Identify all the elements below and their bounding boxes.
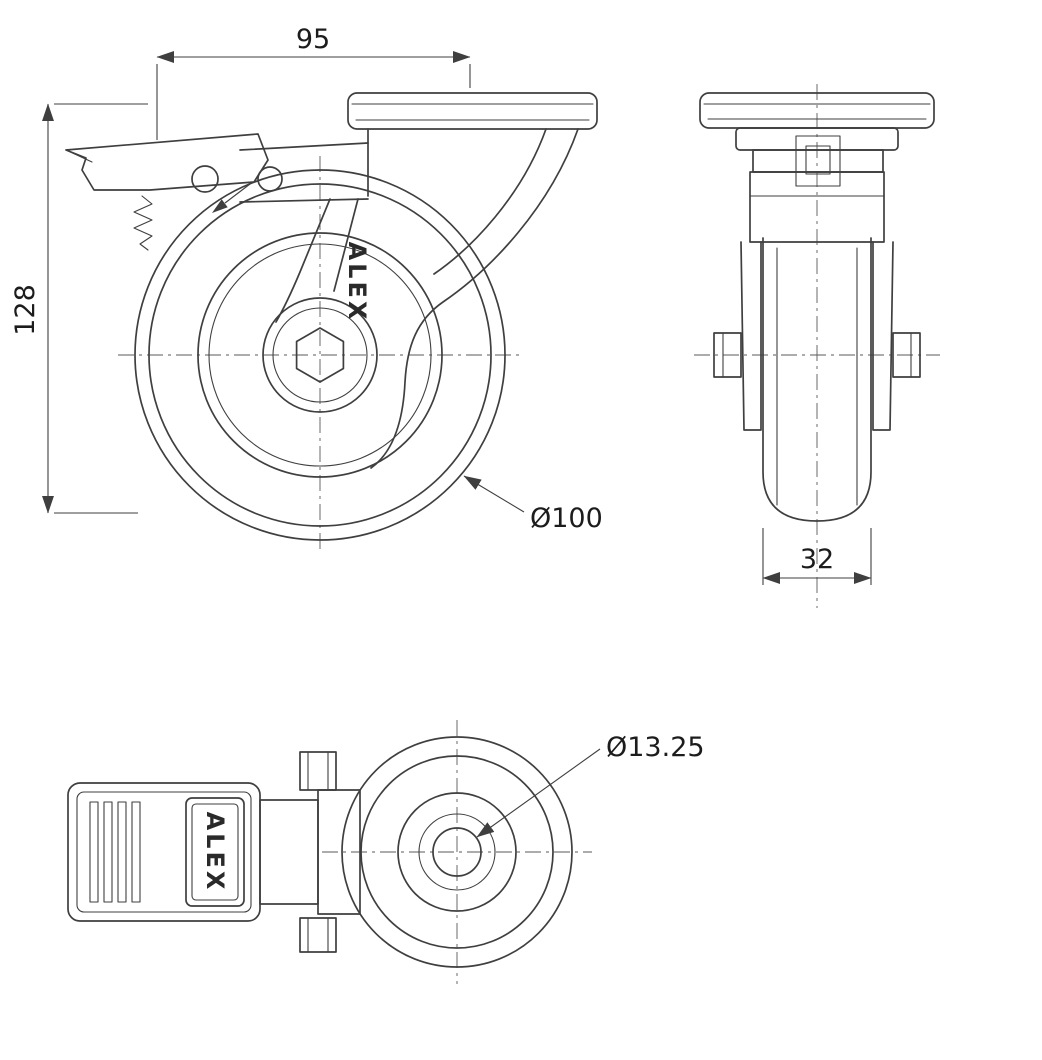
top-center-lines [322,720,592,984]
top-bolt [299,751,337,791]
side-center-lines [118,156,522,554]
pedal-rib [131,801,141,903]
brake-pivot-hole [191,165,219,193]
bottom-nut [299,917,337,953]
top-wheel [341,736,573,968]
top-linkage [259,751,361,953]
bolt-hole [432,827,482,877]
kingpin-detail [795,135,841,187]
dim-95-label: 95 [296,24,330,55]
top-view: ALEX Ø13.25 [67,720,705,984]
axle-hex-nut [295,327,345,383]
side-top-plate [347,92,598,130]
front-center-lines [694,84,940,608]
pedal-rib [103,801,113,903]
pedal-rib [89,801,99,903]
brake-pivot-hole [257,166,283,192]
label-bolt-hole-diameter: Ø13.25 [476,732,705,838]
brake-spring [133,195,153,251]
dimension-128: 128 [10,103,148,514]
front-view: 32 [694,84,940,608]
front-swivel-housing [735,127,899,243]
side-brake-lever [65,133,283,251]
dim-d1325-label: Ø13.25 [606,732,705,763]
dim-32-label: 32 [800,544,834,575]
brand-label-side: ALEX [343,242,371,323]
dimension-32: 32 [762,528,872,585]
dim-128-label: 128 [10,284,41,336]
front-fork-legs [740,241,894,431]
brand-label-top: ALEX [201,812,229,893]
side-view: ALEX 95 128 Ø100 [10,24,603,554]
brand-badge: ALEX [185,797,245,907]
side-wheel [134,169,506,541]
side-fork [239,128,579,469]
kingpin-slot [805,145,831,175]
label-wheel-diameter: Ø100 [463,475,603,534]
dim-d100-label: Ø100 [530,503,603,534]
pedal-rib [117,801,127,903]
front-axle-nuts [713,332,921,378]
brake-press-arrow [212,183,251,213]
top-brake-pedal: ALEX [67,782,261,922]
dimension-95: 95 [156,24,471,140]
front-wheel [762,237,872,522]
